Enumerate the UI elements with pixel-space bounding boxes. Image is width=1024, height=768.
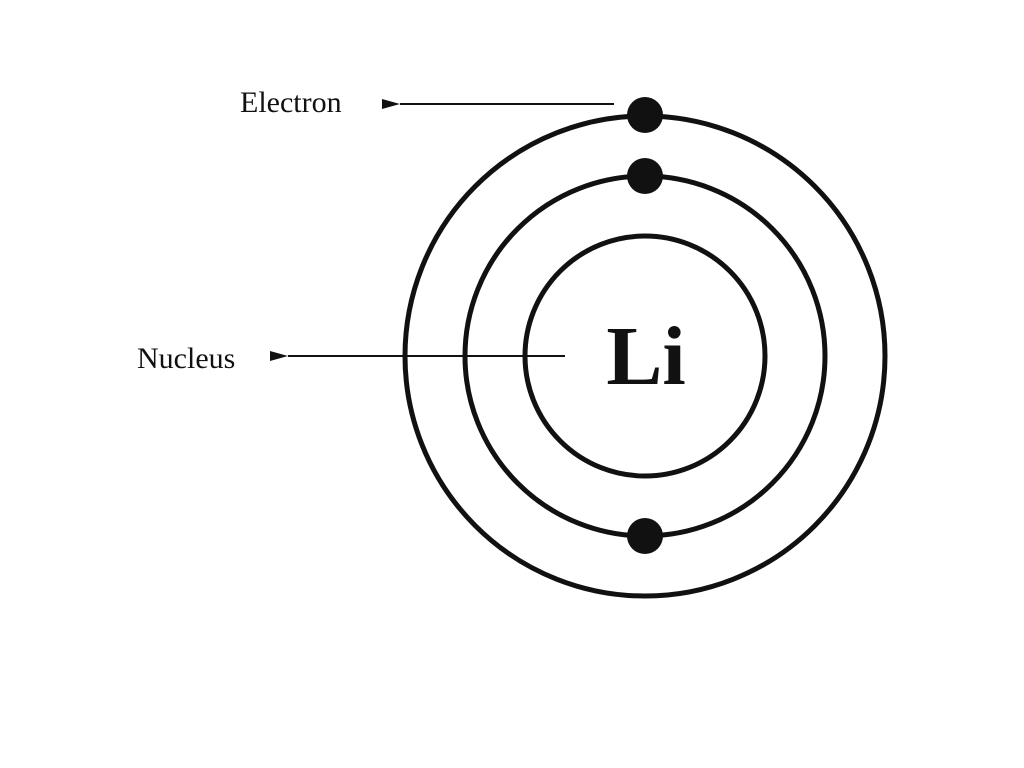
electron-label: Electron bbox=[240, 86, 342, 119]
electron-middle-top bbox=[627, 158, 663, 194]
element-symbol: Li bbox=[606, 310, 685, 403]
electron-outer-top bbox=[627, 97, 663, 133]
electron-middle-bottom bbox=[627, 518, 663, 554]
nucleus-label: Nucleus bbox=[137, 342, 235, 375]
